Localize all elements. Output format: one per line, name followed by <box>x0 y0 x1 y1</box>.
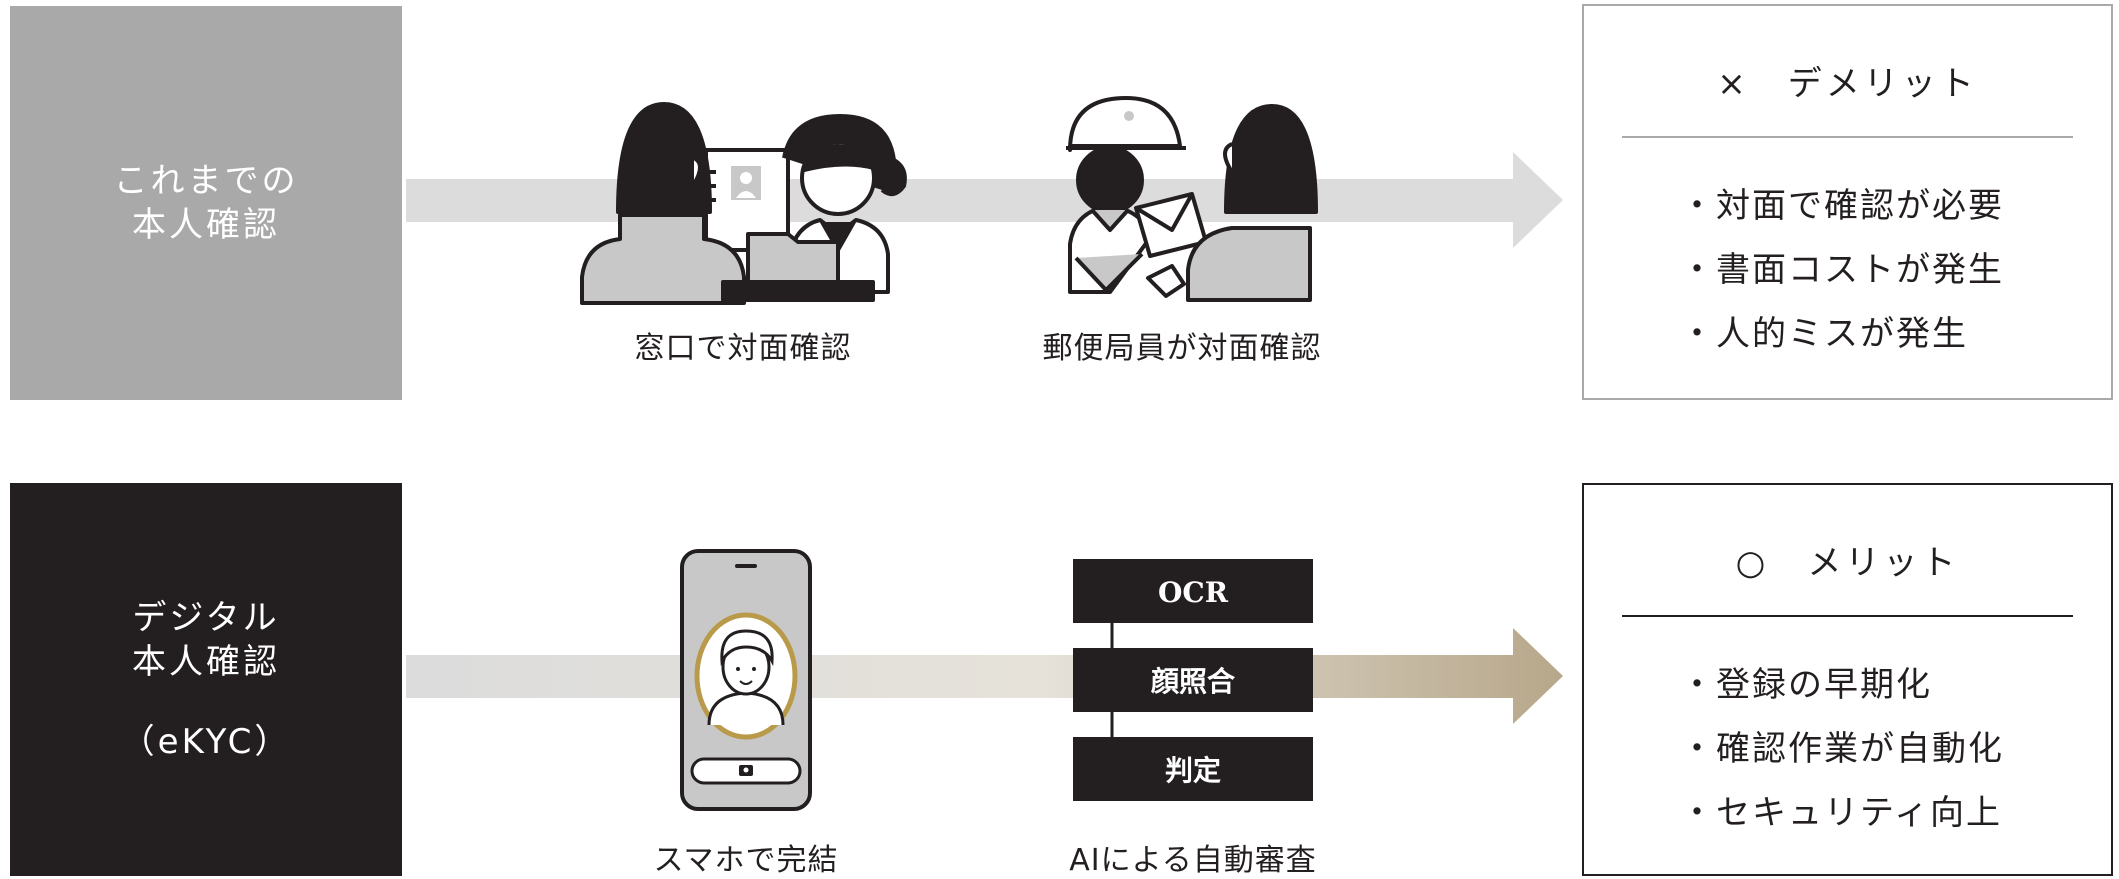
conventional-verification-row: これまでの 本人確認 窓口で対面確認 郵便局員が対面確認 × デメリット ・対面… <box>0 0 2119 405</box>
merit-item: ・登録の早期化 <box>1680 665 1932 705</box>
postal-worker-icon <box>1066 96 1318 302</box>
ai-review-caption: AIによる自動審査 <box>1069 843 1317 878</box>
demerit-item: ・人的ミスが発生 <box>1680 314 1968 354</box>
merit-item: ・確認作業が自動化 <box>1680 729 2004 769</box>
demerits-panel: × デメリット ・対面で確認が必要 ・書面コストが発生 ・人的ミスが発生 <box>1582 4 2113 400</box>
stack-label-ocr: OCR <box>1158 576 1229 609</box>
merits-panel: ○ メリット ・登録の早期化 ・確認作業が自動化 ・セキュリティ向上 <box>1582 483 2113 876</box>
ai-process-stack-icon: OCR 顔照合 判定 <box>1073 559 1313 801</box>
digital-label-sub: （eKYC） <box>120 721 292 762</box>
counter-caption: 窓口で対面確認 <box>634 331 852 366</box>
merits-title: ○ メリット <box>1735 543 1960 583</box>
digital-flow-graphic: OCR 顔照合 判定 <box>406 549 1563 811</box>
demerits-list: ・対面で確認が必要 ・書面コストが発生 ・人的ミスが発生 <box>1680 174 2004 366</box>
conventional-flow-arrow <box>406 152 1563 248</box>
counter-clerk-icon <box>580 102 907 305</box>
conventional-flow-graphic <box>406 96 1563 305</box>
stack-label-face-match: 顔照合 <box>1151 665 1236 698</box>
smartphone-caption: スマホで完結 <box>653 843 839 878</box>
conventional-label-line-1: これまでの <box>113 161 299 201</box>
merits-divider <box>1622 615 2073 617</box>
digital-verification-row: OCR 顔照合 判定 デジタル 本人確認 （eKYC） スマホで完結 AIによる… <box>0 479 2119 878</box>
demerit-item: ・書面コストが発生 <box>1680 250 2004 290</box>
digital-flow-arrow <box>406 628 1563 724</box>
demerits-divider <box>1622 136 2073 138</box>
demerit-item: ・対面で確認が必要 <box>1680 186 2004 226</box>
merit-item: ・セキュリティ向上 <box>1680 793 2002 833</box>
conventional-label: これまでの 本人確認 <box>10 6 402 400</box>
stack-label-judgement: 判定 <box>1165 754 1221 787</box>
digital-label: デジタル 本人確認 （eKYC） <box>10 483 402 876</box>
digital-label-line-2: 本人確認 <box>132 641 280 682</box>
postal-caption: 郵便局員が対面確認 <box>1042 331 1322 366</box>
digital-label-line-1: デジタル <box>132 597 280 638</box>
conventional-label-line-2: 本人確認 <box>132 205 280 245</box>
merits-list: ・登録の早期化 ・確認作業が自動化 ・セキュリティ向上 <box>1680 653 2004 845</box>
demerits-title: × デメリット <box>1717 64 1978 104</box>
smartphone-face-icon <box>680 549 812 811</box>
